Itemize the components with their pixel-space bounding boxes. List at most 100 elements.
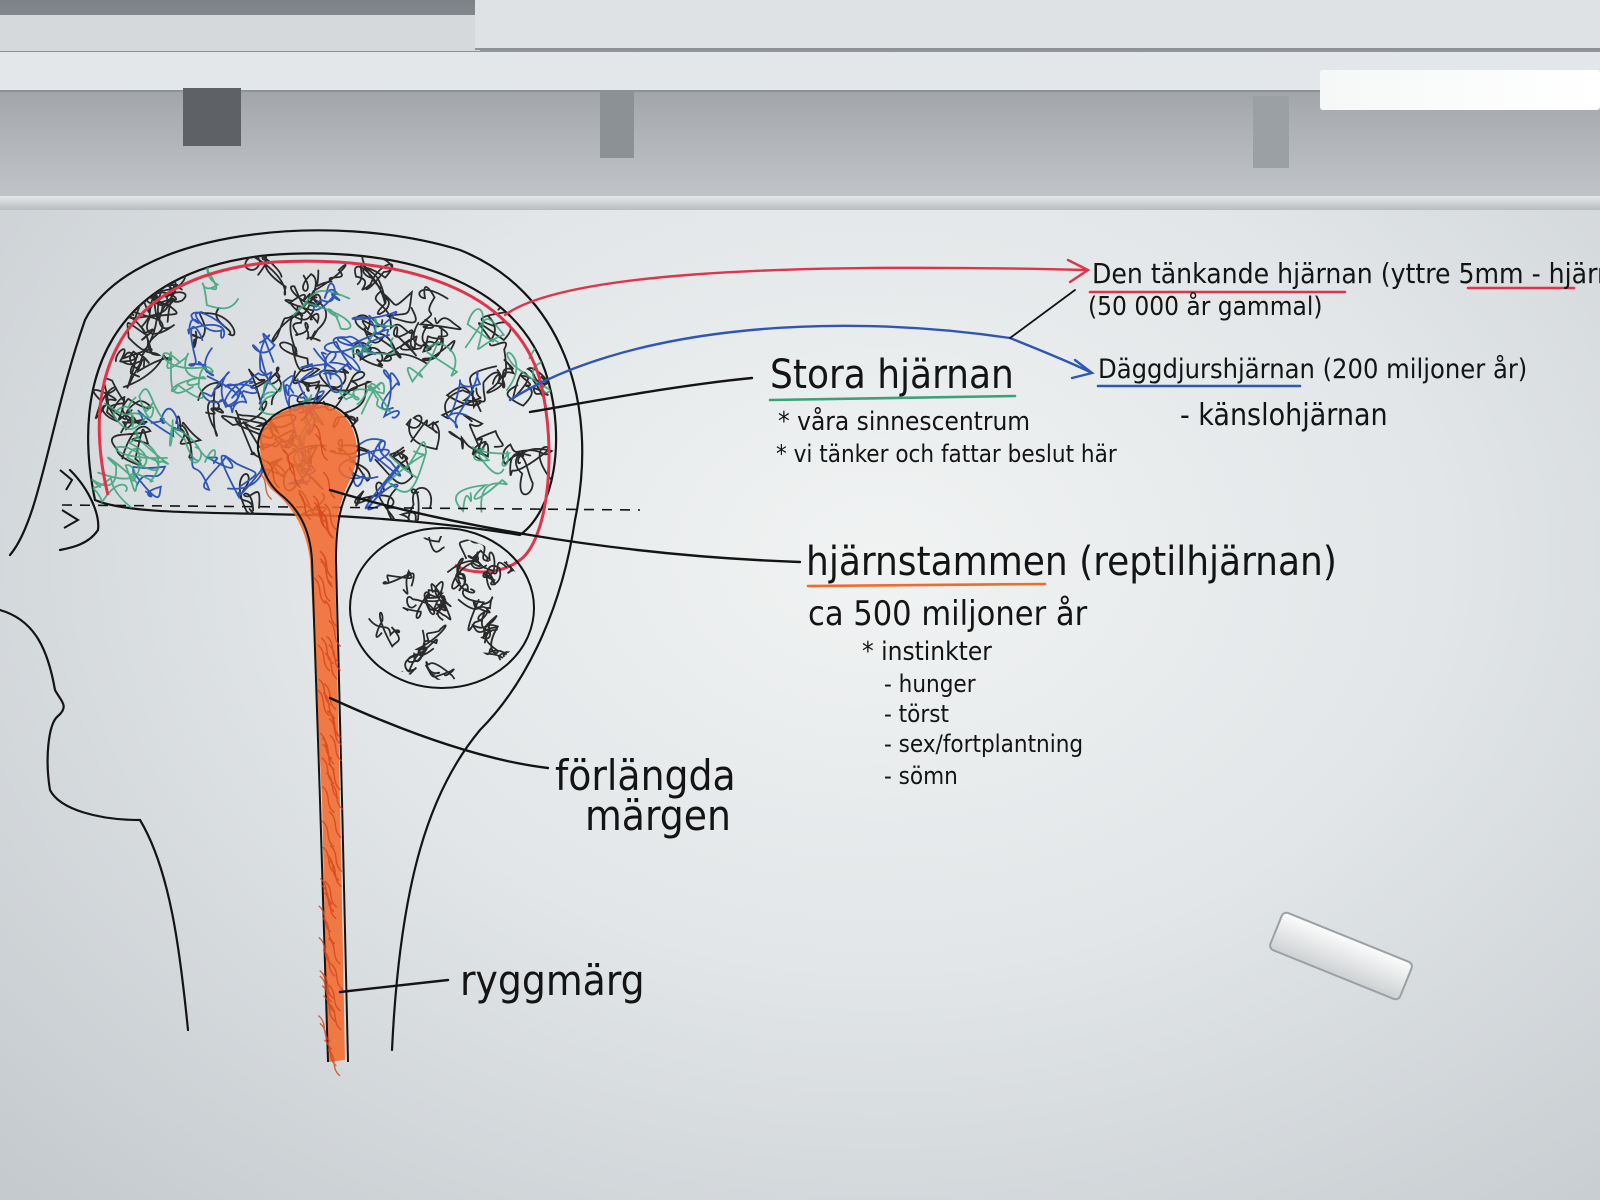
- pointer-brainstem: [328, 488, 802, 564]
- marker-squiggle: [282, 375, 309, 412]
- marker-squiggle: [502, 443, 534, 496]
- label-cerebrum-point-1: * våra sinnescentrum: [778, 406, 1030, 437]
- pointer-medulla: [328, 696, 550, 770]
- marker-squiggle: [488, 341, 516, 389]
- pointer-mammal-arrowhead: [1070, 358, 1095, 380]
- marker-squiggle: [329, 845, 343, 873]
- margin-marks: [59, 469, 80, 529]
- marker-squiggle: [322, 846, 336, 874]
- marker-squiggle: [374, 446, 414, 485]
- marker-squiggle: [324, 600, 338, 628]
- marker-squiggle: [328, 811, 342, 839]
- marker-squiggle: [421, 536, 451, 553]
- marker-squiggle: [321, 820, 335, 848]
- underline-brainstem: [806, 582, 1047, 588]
- underline-cerebrum: [768, 394, 1017, 402]
- marker-squiggle: [319, 557, 333, 586]
- marker-squiggle: [327, 1049, 341, 1077]
- marker-squiggle: [259, 381, 313, 416]
- marker-squiggle: [446, 370, 482, 429]
- marker-squiggle: [478, 293, 517, 342]
- marker-squiggle: [188, 326, 215, 377]
- marker-squiggle: [327, 984, 341, 1012]
- marker-squiggle: [266, 461, 280, 489]
- marker-squiggle: [162, 352, 214, 399]
- marker-squiggle: [321, 785, 335, 813]
- marker-squiggle: [321, 737, 335, 765]
- ceiling-beam: [475, 0, 1600, 50]
- cortex-red-outline: [97, 259, 551, 574]
- marker-squiggle: [288, 285, 322, 308]
- label-brainstem-age: ca 500 miljoner år: [808, 594, 1088, 634]
- marker-squiggle: [328, 860, 342, 888]
- marker-squiggle: [259, 472, 273, 500]
- marker-squiggle: [398, 487, 433, 528]
- pointer-mammal: [508, 324, 1092, 402]
- marker-squiggle: [323, 350, 352, 394]
- marker-squiggle: [321, 971, 335, 1000]
- marker-squiggle: [322, 995, 336, 1023]
- marker-squiggle: [224, 383, 258, 414]
- marker-squiggle: [357, 664, 380, 680]
- brainstem-spinal-cord: [256, 401, 360, 1077]
- label-instinct-sleep: - sömn: [884, 762, 958, 790]
- marker-squiggle: [406, 340, 459, 384]
- marker-squiggle: [326, 635, 340, 663]
- marker-squiggle: [103, 396, 148, 430]
- label-cortex-age: (50 000 år gammal): [1088, 291, 1322, 322]
- marker-squiggle: [320, 551, 334, 579]
- marker-squiggle: [287, 460, 301, 489]
- marker-squiggle: [464, 308, 506, 350]
- label-medulla-2: märgen: [585, 791, 731, 840]
- marker-squiggle: [323, 682, 337, 710]
- pointer-cerebrum: [528, 376, 754, 414]
- marker-squiggle: [386, 441, 428, 493]
- marker-squiggle: [320, 637, 334, 665]
- marker-squiggle: [471, 446, 512, 475]
- marker-squiggle: [446, 557, 482, 590]
- marker-squiggle: [315, 433, 328, 461]
- marker-squiggle: [319, 975, 333, 1003]
- pointer-spinal-cord: [338, 978, 450, 994]
- marker-squiggle: [173, 428, 217, 464]
- marker-squiggle: [313, 501, 327, 529]
- marker-squiggle: [317, 1015, 331, 1043]
- marker-squiggle: [382, 569, 415, 595]
- label-mammal-title: Däggdjurshjärnan (200 miljoner år): [1098, 354, 1527, 385]
- marker-squiggle: [354, 264, 390, 315]
- marker-squiggle: [339, 382, 386, 415]
- marker-squiggle: [101, 293, 142, 321]
- marker-squiggle: [119, 322, 162, 366]
- marker-squiggle: [383, 326, 428, 365]
- marker-squiggle: [322, 917, 336, 945]
- marker-squiggle: [352, 253, 394, 291]
- mount-bracket: [600, 92, 634, 158]
- whiteboard-rail: [0, 196, 1600, 210]
- marker-squiggle: [424, 661, 456, 680]
- dashed-guide-line: [61, 504, 641, 511]
- marker-squiggle: [418, 286, 462, 331]
- marker-squiggle: [413, 624, 447, 663]
- marker-squiggle: [482, 561, 508, 591]
- marker-squiggle: [187, 311, 226, 339]
- marker-squiggle: [327, 763, 341, 791]
- marker-squiggle: [313, 577, 327, 605]
- marker-squiggle: [455, 478, 508, 513]
- marker-squiggle: [324, 880, 338, 908]
- label-instincts: * instinkter: [862, 637, 992, 667]
- marker-squiggle: [367, 611, 401, 648]
- pointer-cortex-arrowhead: [1066, 258, 1091, 284]
- label-medulla-1: förlängda: [555, 751, 736, 800]
- marker-squiggle: [324, 503, 338, 531]
- label-cerebrum-point-2: * vi tänker och fattar beslut här: [776, 440, 1117, 468]
- marker-squiggle: [115, 430, 170, 469]
- marker-squiggle: [352, 341, 392, 369]
- marker-squiggle: [302, 264, 347, 300]
- marker-squiggle: [330, 963, 344, 991]
- label-instinct-reproduction: - sex/fortplantning: [884, 730, 1083, 758]
- marker-squiggle: [328, 1003, 342, 1031]
- marker-squiggle: [296, 293, 327, 341]
- marker-squiggle: [190, 307, 236, 348]
- label-brainstem-title: hjärnstammen (reptilhjärnan): [806, 539, 1337, 585]
